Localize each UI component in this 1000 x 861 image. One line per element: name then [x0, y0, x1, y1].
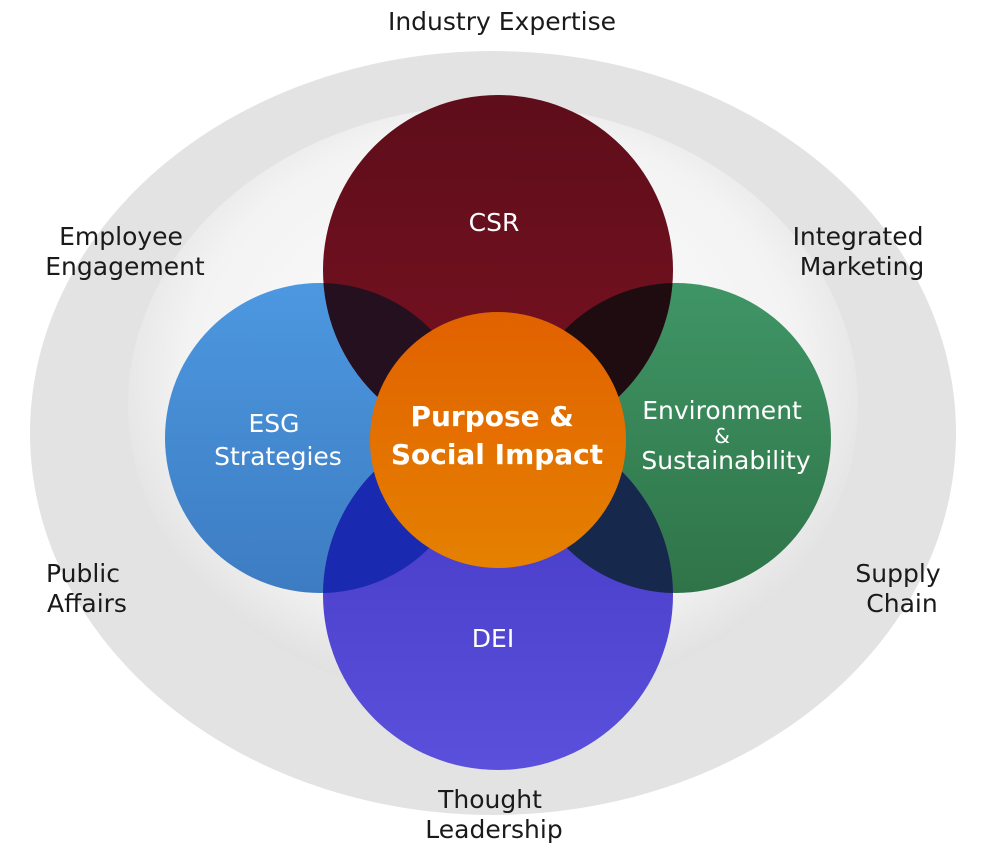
label-dei: DEI: [472, 624, 514, 653]
label-public-affairs: Public Affairs: [46, 559, 128, 618]
label-purpose-social-impact: Purpose & Social Impact: [391, 400, 603, 471]
label-employee-engagement: Employee Engagement: [45, 222, 205, 281]
label-industry-expertise: Industry Expertise: [388, 7, 616, 36]
label-integrated-marketing: Integrated Marketing: [793, 222, 932, 281]
label-environment-sustainability: Environment & Sustainability: [641, 396, 810, 475]
label-csr: CSR: [469, 208, 520, 237]
label-supply-chain: Supply Chain: [855, 559, 948, 618]
center-overlay: [370, 312, 626, 568]
label-esg-strategies: ESG Strategies: [214, 409, 342, 471]
label-thought-leadership: Thought Leadership: [425, 785, 562, 844]
